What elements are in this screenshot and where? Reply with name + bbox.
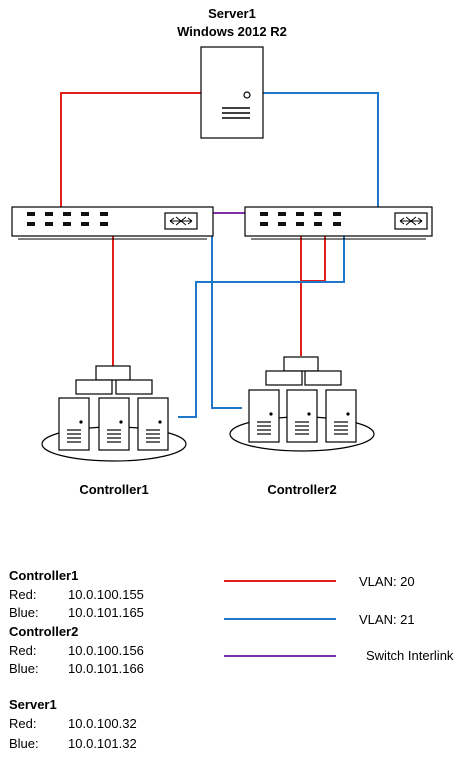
vlan21-server-link	[263, 92, 379, 207]
vlan20-switch2-stub	[301, 236, 326, 282]
controller2-address-title: Controller2	[9, 624, 79, 639]
controller2-red-ip: 10.0.100.156	[68, 643, 144, 658]
server1-red-label: Red:	[9, 716, 37, 731]
controller1-red-label: Red:	[9, 587, 37, 602]
controller2-cluster-icon	[229, 356, 375, 452]
controller1-cluster-icon	[41, 365, 187, 462]
controller1-address-title: Controller1	[9, 568, 79, 583]
switch2-icon	[244, 206, 433, 240]
vlan20-server-link	[60, 92, 201, 207]
server-os: Windows 2012 R2	[177, 24, 287, 39]
legend-vlan20-label: VLAN: 20	[359, 574, 415, 589]
controller1-label: Controller1	[79, 482, 149, 497]
legend-interlink-label: Switch Interlink	[366, 648, 454, 663]
controller2-label: Controller2	[267, 482, 337, 497]
server1-red-ip: 10.0.100.32	[68, 716, 137, 731]
controller1-blue-ip: 10.0.101.165	[68, 605, 144, 620]
server1-address-title: Server1	[9, 697, 57, 712]
controller2-red-label: Red:	[9, 643, 37, 658]
legend-vlan21-label: VLAN: 21	[359, 612, 415, 627]
controller2-blue-label: Blue:	[9, 661, 39, 676]
controller2-blue-ip: 10.0.101.166	[68, 661, 144, 676]
controller1-blue-label: Blue:	[9, 605, 39, 620]
vlan21-controller2-link	[211, 223, 242, 409]
server1-blue-label: Blue:	[9, 736, 39, 751]
controller1-red-ip: 10.0.100.155	[68, 587, 144, 602]
vlan21-controller1-link	[178, 223, 345, 418]
server-icon	[200, 46, 264, 139]
switch1-icon	[11, 206, 214, 240]
server-name: Server1	[208, 6, 256, 21]
server1-blue-ip: 10.0.101.32	[68, 736, 137, 751]
